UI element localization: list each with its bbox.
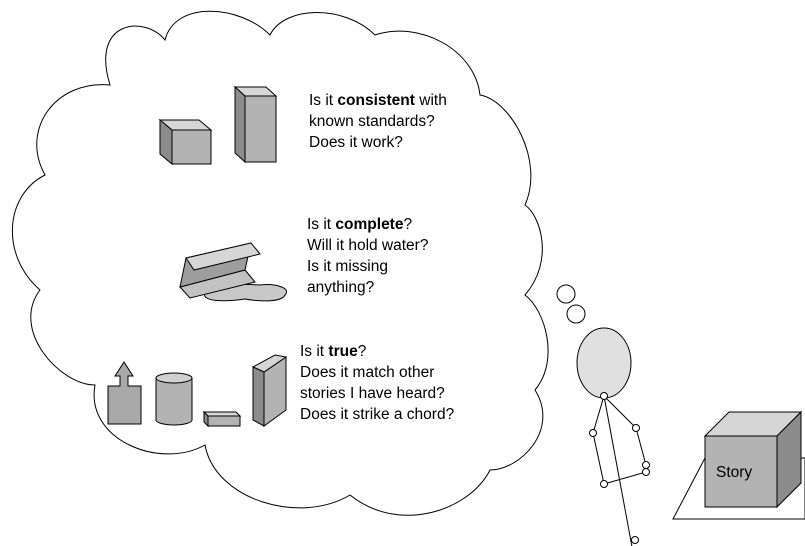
question-line-pre: known standards? [309, 113, 435, 130]
question-complete: Is it complete? Will it hold water? Is it … [307, 216, 429, 296]
question-line-bold: true [328, 343, 358, 360]
question-line-post: ? [403, 216, 412, 233]
question-line-pre: Does it strike a chord? [300, 406, 455, 423]
question-line-post: with [415, 92, 447, 109]
question-line-pre: stories I have heard? [300, 385, 445, 402]
question-true: Is it true? Does it match other stories I … [300, 343, 455, 423]
tipped-container-icon [179, 242, 288, 302]
question-line-post: ? [358, 343, 367, 360]
thought-bubbles [556, 284, 586, 324]
question-line-pre: Does it work? [309, 134, 403, 151]
stick-figure-icon [576, 327, 650, 546]
thought-cloud [11, 10, 549, 516]
question-line-pre: Will it hold water? [307, 237, 429, 254]
story-box: Story [672, 410, 805, 520]
question-line-pre: Is it missing [307, 258, 388, 275]
question-consistent: Is it consistent with known standards? Doe… [309, 92, 447, 151]
puzzle-shapes-icon [107, 354, 288, 428]
question-line-pre: Is it [309, 92, 337, 109]
question-line-pre: Is it [300, 343, 328, 360]
question-line-bold: complete [335, 216, 403, 233]
question-line-pre: Does it match other [300, 364, 434, 381]
question-line-bold: consistent [337, 92, 415, 109]
question-line-pre: anything? [307, 279, 375, 296]
question-line-pre: Is it [307, 216, 335, 233]
box-blocks-icon [158, 85, 278, 166]
story-label: Story [716, 464, 752, 481]
